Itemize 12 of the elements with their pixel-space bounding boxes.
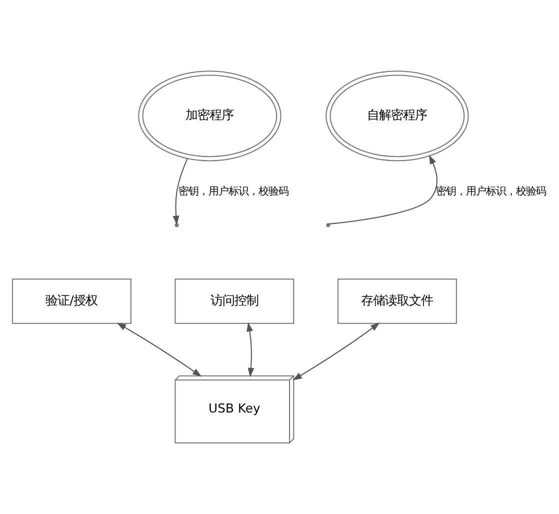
node-ellipse: 加密程序 bbox=[138, 70, 282, 162]
edge-label: 密钥，用户标识，校验码 bbox=[436, 186, 546, 198]
arrow bbox=[116, 322, 202, 377]
arrow bbox=[329, 154, 438, 224]
arrow bbox=[246, 322, 254, 378]
node-box: 验证/授权 bbox=[12, 278, 132, 324]
node-ellipse: 自解密程序 bbox=[326, 70, 469, 162]
node-box: 访问控制 bbox=[174, 278, 294, 324]
arrow bbox=[172, 158, 188, 226]
edge-label: 密钥，用户标识，校验码 bbox=[178, 186, 288, 198]
node-box: 存储读取文件 bbox=[337, 278, 457, 324]
arrow bbox=[292, 322, 380, 380]
